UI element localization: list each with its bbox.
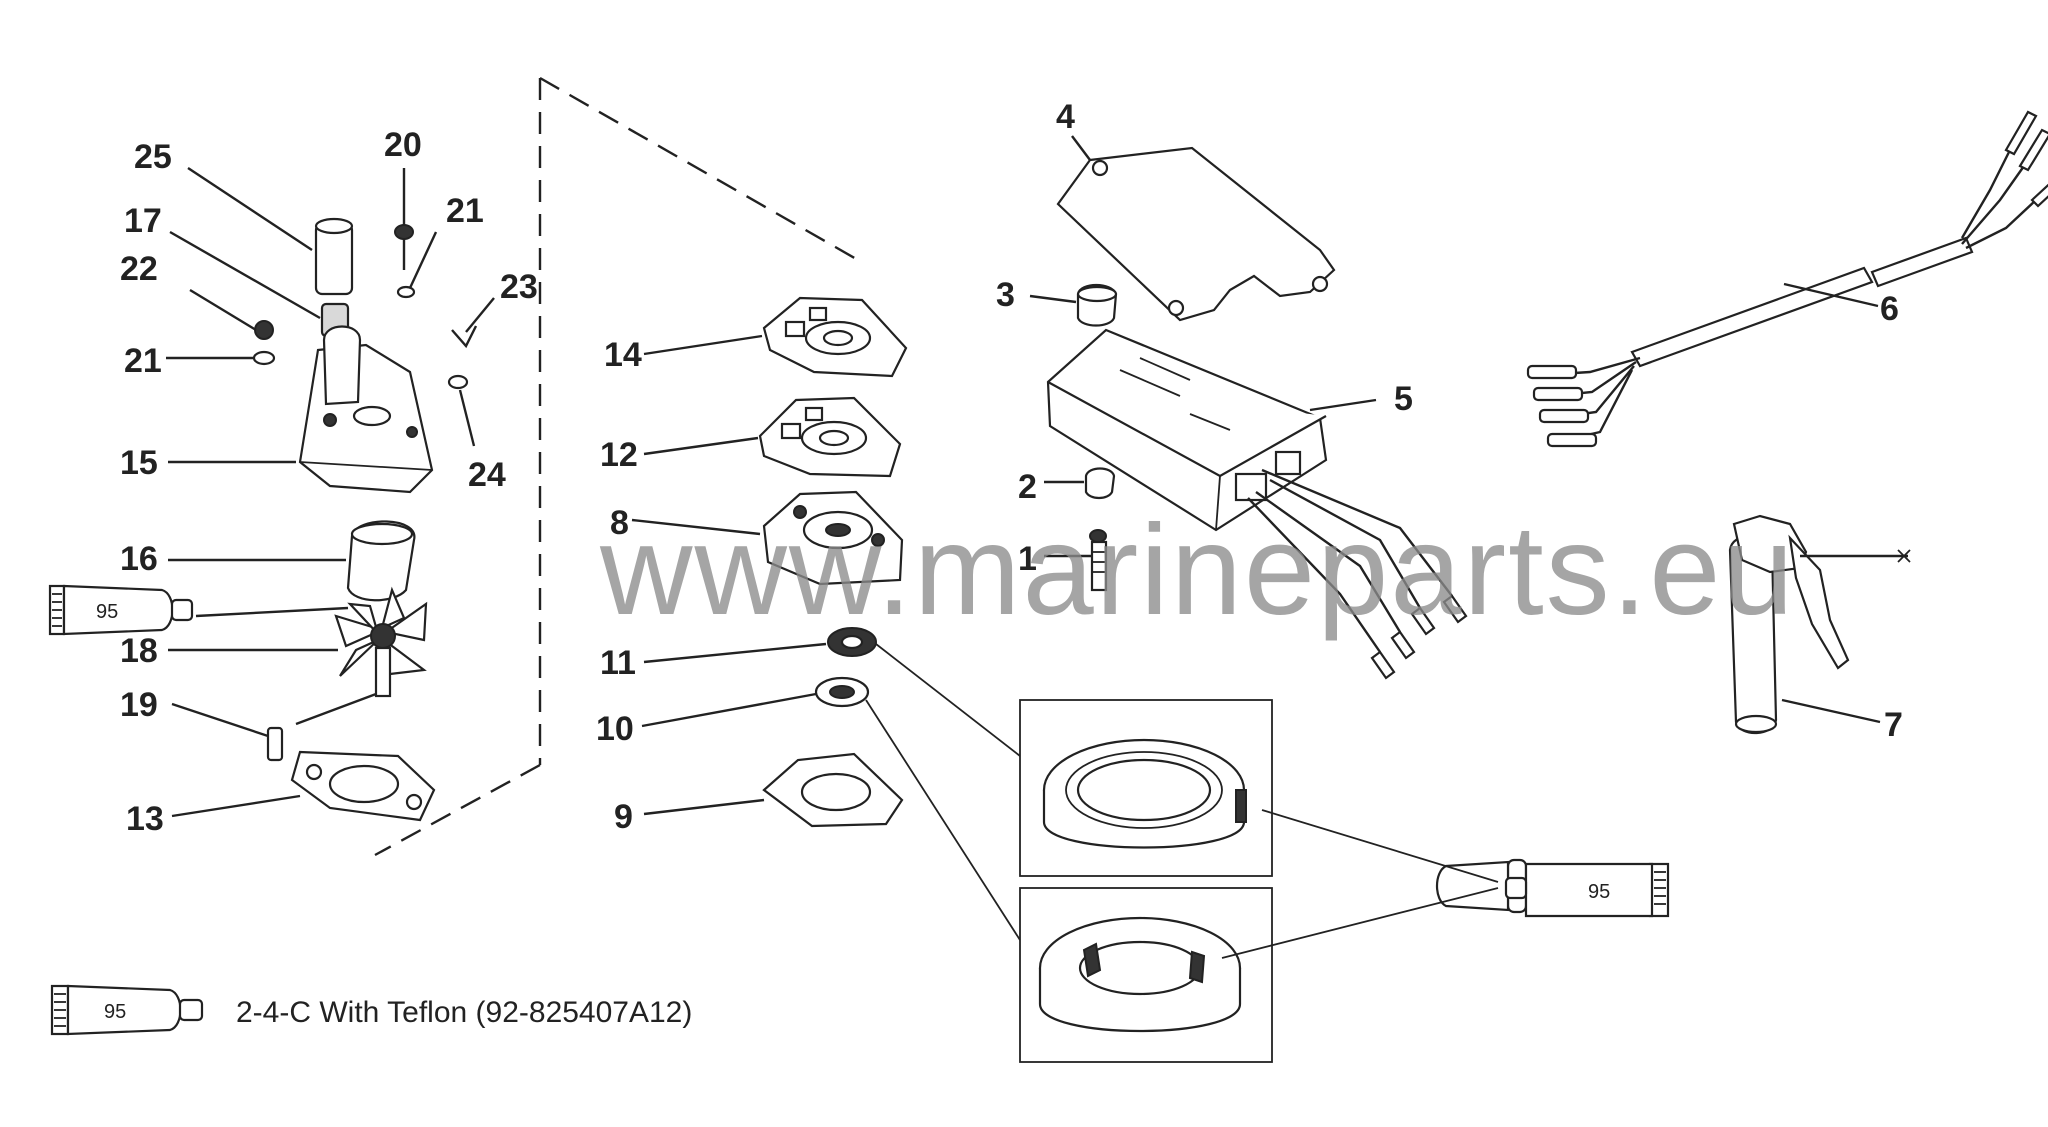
grease-tube-right-label: 95 xyxy=(1588,881,1610,903)
callout-7: 7 xyxy=(1884,706,1903,744)
callout-3: 3 xyxy=(996,276,1015,314)
grease-tube-right: 95 xyxy=(1221,809,1670,959)
legend-tube-label: 95 xyxy=(104,1001,126,1023)
watermark-text: www.marineparts.eu xyxy=(599,499,1796,642)
callout-numbers: 25 17 22 21 20 21 23 24 15 16 18 19 13 1… xyxy=(120,98,1903,838)
part-3-bushing xyxy=(1076,283,1118,327)
part-25-sleeve xyxy=(314,217,354,296)
callout-17: 17 xyxy=(124,202,162,240)
callout-11: 11 xyxy=(600,644,636,682)
callout-6: 6 xyxy=(1880,290,1899,328)
detail-box-seal-upper xyxy=(1019,699,1273,877)
callout-25: 25 xyxy=(134,138,172,176)
leader-lines-far-right xyxy=(1781,282,1881,724)
callout-24: 24 xyxy=(468,456,506,494)
callout-10: 10 xyxy=(596,710,634,748)
part-16-insert xyxy=(346,520,416,602)
leader-lines-electrical xyxy=(1029,135,1377,558)
callout-20: 20 xyxy=(384,126,422,164)
callout-16: 16 xyxy=(120,540,158,578)
part-5-module xyxy=(1046,328,1328,532)
grease-tube-left-label: 95 xyxy=(96,601,118,623)
part-20-screw xyxy=(394,224,414,270)
part-4-bracket xyxy=(1056,146,1336,322)
part-14-cover xyxy=(762,296,908,378)
callout-21-top: 21 xyxy=(446,192,484,230)
grease-tube-left: 95 xyxy=(48,584,194,636)
callout-2: 2 xyxy=(1018,468,1037,506)
part-6-harness xyxy=(1526,110,2048,448)
callout-9: 9 xyxy=(614,798,633,836)
callout-13: 13 xyxy=(126,800,164,838)
part-10-seal xyxy=(814,676,870,708)
callout-4: 4 xyxy=(1056,98,1075,136)
part-21-washer-top xyxy=(396,285,416,299)
callout-8: 8 xyxy=(610,504,629,542)
part-11-oil-seal xyxy=(827,627,877,657)
part-12-plate xyxy=(758,396,902,478)
callout-19: 19 xyxy=(120,686,158,724)
part-5-wires xyxy=(1247,468,1468,680)
part-8-pump-base xyxy=(762,490,904,586)
leader-lines-middle xyxy=(631,334,1021,941)
part-9-gasket xyxy=(762,752,904,828)
callout-15: 15 xyxy=(120,444,158,482)
detail-box-seal-lower xyxy=(1019,887,1273,1063)
part-7-throttle-handle xyxy=(1728,514,1911,735)
callout-18: 18 xyxy=(120,632,158,670)
part-13-gasket xyxy=(290,750,436,822)
legend: 95 2-4-C With Teflon (92-825407A12) xyxy=(50,984,692,1036)
callout-22: 22 xyxy=(120,250,158,288)
part-22-nut xyxy=(254,320,274,340)
part-18-impeller xyxy=(334,586,428,698)
callout-5: 5 xyxy=(1394,380,1413,418)
callout-21-left: 21 xyxy=(124,342,162,380)
leader-lines-left xyxy=(166,166,495,818)
legend-text: 2-4-C With Teflon (92-825407A12) xyxy=(236,996,692,1029)
callout-1: 1 xyxy=(1018,540,1037,578)
callout-23: 23 xyxy=(500,268,538,306)
part-2-grommet xyxy=(1084,467,1116,500)
dashed-bracket xyxy=(374,76,859,857)
part-24-grommet xyxy=(447,374,469,390)
part-1-screw xyxy=(1089,529,1108,592)
part-19-key xyxy=(266,726,284,762)
callout-14: 14 xyxy=(604,336,642,374)
part-21-washer-left xyxy=(252,350,276,366)
part-23-clip xyxy=(451,325,478,349)
callout-12: 12 xyxy=(600,436,638,474)
part-15-housing xyxy=(298,325,434,494)
